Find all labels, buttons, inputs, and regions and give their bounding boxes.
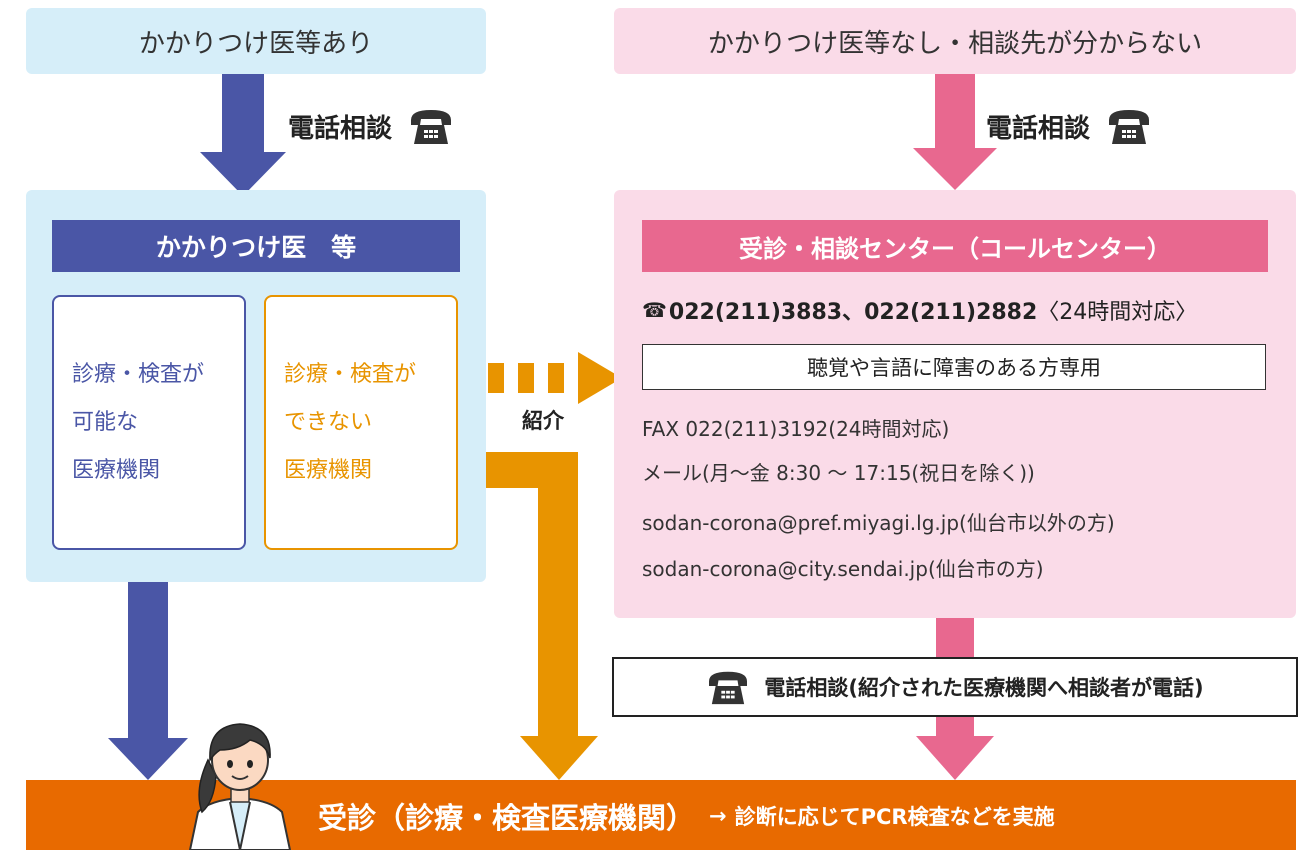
telephone-icon bbox=[411, 110, 452, 144]
clinic-available-box: 診療・検査が 可能な 医療機関 bbox=[52, 295, 246, 550]
clinic-unavailable-box: 診療・検査が できない 医療機関 bbox=[264, 295, 458, 550]
mail-line: メール(月〜金 8:30 〜 17:15(祝日を除く)) bbox=[642, 460, 1035, 485]
fax-line: FAX 022(211)3192(24時間対応) bbox=[642, 416, 950, 441]
arrow-unavailable-to-visit bbox=[458, 452, 598, 780]
arrow-right-top bbox=[913, 74, 997, 190]
with-family-doctor-box: かかりつけ医等あり bbox=[26, 8, 486, 74]
tel-hours: 〈24時間対応〉 bbox=[1037, 300, 1198, 325]
tel-numbers-line: ☎ 022(211)3883、022(211)2882 〈24時間対応〉 bbox=[642, 290, 1282, 330]
consultation-center-header-label: 受診・相談センター（コールセンター） bbox=[739, 234, 1171, 263]
telephone-icon bbox=[709, 671, 748, 705]
telephone-icon bbox=[1109, 110, 1150, 144]
phone-consult-left: 電話相談 bbox=[288, 102, 454, 150]
email-city-line: sodan-corona@city.sendai.jp(仙台市の方) bbox=[642, 556, 1044, 581]
phone-glyph-icon: ☎ bbox=[642, 298, 667, 322]
doctor-illustration bbox=[188, 723, 292, 850]
hearing-impaired-box: 聴覚や言語に障害のある方専用 bbox=[642, 344, 1266, 390]
referral-call-box: 電話相談(紹介された医療機関へ相談者が電話) bbox=[612, 657, 1298, 717]
medical-visit-sub: 診断に応じてPCR検査などを実施 bbox=[734, 805, 1055, 829]
without-family-doctor-box: かかりつけ医等なし・相談先が分からない bbox=[614, 8, 1296, 74]
without-family-doctor-label: かかりつけ医等なし・相談先が分からない bbox=[707, 28, 1203, 59]
tel-numbers: 022(211)3883、022(211)2882 bbox=[668, 300, 1038, 325]
clinic-available-line1: 診療・検査が bbox=[72, 362, 205, 387]
phone-consult-right-label: 電話相談 bbox=[986, 113, 1091, 144]
arrow-right-icon: → bbox=[709, 804, 727, 828]
phone-consult-right: 電話相談 bbox=[986, 102, 1152, 150]
arrow-left-top bbox=[200, 74, 286, 196]
referral-call-label: 電話相談(紹介された医療機関へ相談者が電話) bbox=[764, 676, 1204, 700]
clinic-available-line3: 医療機関 bbox=[72, 458, 161, 483]
clinic-unavailable-line3: 医療機関 bbox=[284, 458, 373, 483]
clinic-unavailable-line1: 診療・検査が bbox=[284, 362, 417, 387]
arrow-available-to-visit bbox=[108, 550, 188, 780]
email-pref-line: sodan-corona@pref.miyagi.lg.jp(仙台市以外の方) bbox=[642, 510, 1115, 535]
arrow-referral-dashed bbox=[458, 352, 622, 404]
phone-consult-left-label: 電話相談 bbox=[288, 113, 393, 144]
hearing-impaired-label: 聴覚や言語に障害のある方専用 bbox=[807, 356, 1101, 380]
clinic-unavailable-line2: できない bbox=[284, 410, 373, 435]
clinic-available-line2: 可能な bbox=[72, 410, 139, 435]
with-family-doctor-label: かかりつけ医等あり bbox=[138, 28, 374, 59]
consultation-center-header: 受診・相談センター（コールセンター） bbox=[642, 220, 1268, 272]
referral-label: 紹介 bbox=[522, 409, 564, 433]
medical-visit-title: 受診（診療・検査医療機関） bbox=[318, 801, 696, 835]
family-doctor-header: かかりつけ医 等 bbox=[52, 220, 460, 272]
family-doctor-header-label: かかりつけ医 等 bbox=[155, 233, 357, 262]
medical-visit-text: 受診（診療・検査医療機関） → 診断に応じてPCR検査などを実施 bbox=[318, 790, 1055, 842]
